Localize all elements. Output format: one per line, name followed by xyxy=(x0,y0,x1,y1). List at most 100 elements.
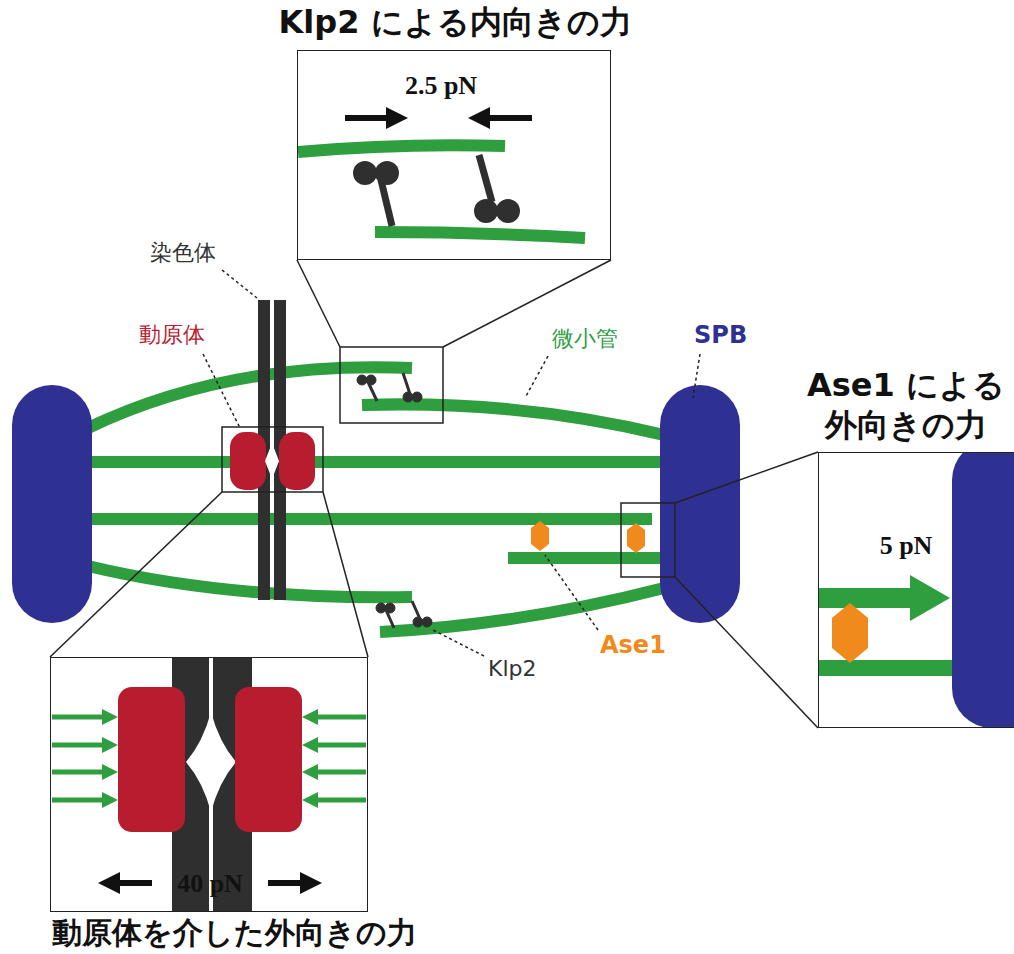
part-label: 染色体 xyxy=(150,240,216,265)
leader-line xyxy=(203,354,240,428)
motor-head xyxy=(353,161,377,185)
kinetochore-inset-art xyxy=(52,658,366,911)
motor-head xyxy=(496,199,520,223)
spb-body xyxy=(660,385,740,623)
force-arrow xyxy=(315,715,366,720)
part-label: 動原体 xyxy=(139,322,205,347)
part-label: Ase1 xyxy=(600,632,666,660)
microtubule xyxy=(818,660,952,676)
force-arrow xyxy=(315,770,366,775)
kinetochore xyxy=(230,432,266,490)
arrow-head xyxy=(302,709,318,725)
microtubule xyxy=(380,588,664,632)
arrow-head xyxy=(302,737,318,753)
ase1-inset-art xyxy=(818,452,1014,728)
inset-heading: Ase1 による 外向きの力 xyxy=(801,365,1011,445)
arrow-head xyxy=(468,107,490,129)
leader-line xyxy=(433,630,484,656)
centromere-gap xyxy=(265,443,279,479)
motor-head xyxy=(474,199,498,223)
ase1-hexagon xyxy=(832,603,868,663)
motor-head xyxy=(375,161,399,185)
motor-head xyxy=(422,617,432,627)
force-arrow xyxy=(315,743,366,748)
zoom-box xyxy=(222,427,323,492)
spb-body xyxy=(12,385,92,623)
force-arrow xyxy=(52,743,105,748)
inset-heading: Klp2 による内向きの力 xyxy=(278,3,631,41)
motor-stalk xyxy=(386,610,394,628)
zoom-box xyxy=(621,503,675,577)
force-arrow xyxy=(268,880,304,886)
leader-line xyxy=(525,356,548,398)
inset-heading: 動原体を介した外向きの力 xyxy=(52,916,417,949)
motor-stalk xyxy=(412,601,420,619)
inset-box: Klp2 による内向きの力2.5 pN xyxy=(297,50,611,260)
zoom-line xyxy=(323,492,368,657)
zoom-line xyxy=(675,452,818,503)
microtubule xyxy=(88,367,412,428)
klp2-inset-art xyxy=(298,107,585,238)
spb-body xyxy=(952,452,1014,728)
force-arrow xyxy=(486,115,532,121)
force-arrow xyxy=(345,115,390,121)
microtubule xyxy=(362,404,664,435)
arrow-head xyxy=(300,872,322,894)
motor-stalk xyxy=(403,373,410,394)
motor-stalk xyxy=(368,382,377,401)
arrow-head xyxy=(302,764,318,780)
leader-lines xyxy=(203,270,700,656)
microtubule xyxy=(88,566,412,597)
force-value: 2.5 pN xyxy=(405,71,477,101)
leader-line xyxy=(222,270,257,298)
kinetochore xyxy=(279,432,315,490)
force-arrow xyxy=(818,588,914,608)
leader-line xyxy=(545,555,598,630)
force-arrow xyxy=(52,798,105,803)
centromere-gap xyxy=(186,712,236,812)
arrow-head xyxy=(102,792,118,808)
part-label: SPB xyxy=(694,322,747,350)
zoom-box xyxy=(340,347,443,423)
arrow-head xyxy=(102,737,118,753)
microtubule xyxy=(508,552,664,564)
zoom-line xyxy=(50,492,222,657)
arrow-head xyxy=(98,872,120,894)
zoom-line xyxy=(675,577,818,728)
zoom-boxes xyxy=(222,347,675,577)
inset-box: Ase1 による 外向きの力5 pN xyxy=(818,452,1014,728)
force-arrow xyxy=(116,880,152,886)
arrow-head xyxy=(386,107,408,129)
ase1-hexagon xyxy=(531,521,549,551)
microtubule xyxy=(90,513,652,525)
inset-box: 40 pN動原体を介した外向きの力 xyxy=(50,657,368,912)
force-arrow xyxy=(52,715,105,720)
part-label: 微小管 xyxy=(552,326,618,351)
force-value: 40 pN xyxy=(177,869,243,899)
zoom-line xyxy=(297,260,340,347)
arrow-head xyxy=(102,709,118,725)
arrow-head xyxy=(910,575,950,621)
motor-stalk xyxy=(381,180,392,226)
leader-line xyxy=(693,354,700,398)
arrow-head xyxy=(302,792,318,808)
force-arrow xyxy=(315,798,366,803)
microtubule xyxy=(375,232,585,238)
kinetochore xyxy=(235,687,302,832)
microtubule xyxy=(298,145,505,152)
microtubules xyxy=(88,367,664,632)
microtubule xyxy=(90,456,664,468)
part-label: Klp2 xyxy=(488,656,537,681)
force-arrow xyxy=(52,770,105,775)
arrow-head xyxy=(102,764,118,780)
klp2-motors xyxy=(357,373,432,628)
motor-head xyxy=(412,392,422,402)
motor-stalk xyxy=(479,155,492,202)
kinetochore xyxy=(118,687,185,832)
ase1-hexagon xyxy=(627,523,645,553)
pulling-arrow-heads xyxy=(102,709,318,808)
